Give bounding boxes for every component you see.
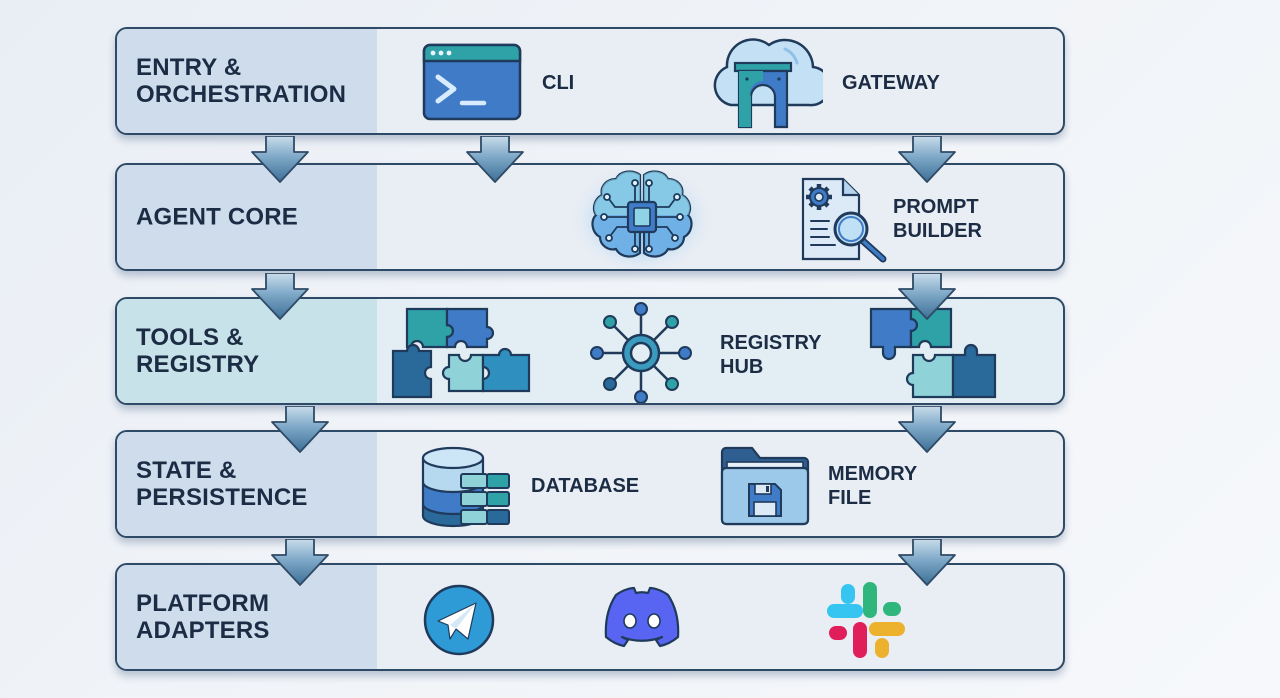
- flow-arrow-down: [898, 136, 956, 183]
- hub-network-icon: [590, 302, 692, 403]
- layer-platform-adapters: PLATFORM ADAPTERS: [115, 563, 1065, 671]
- component-label-prompt-builder: PROMPT BUILDER: [893, 196, 982, 242]
- terminal-window-icon: [422, 43, 522, 121]
- layer-title: ENTRY & ORCHESTRATION: [136, 54, 347, 108]
- flow-arrow-down: [898, 406, 956, 453]
- folder-floppy-icon: [720, 446, 810, 526]
- flow-arrow-down: [271, 539, 329, 586]
- slack-icon: [827, 582, 905, 658]
- layer-title: TOOLS & REGISTRY: [136, 324, 260, 378]
- layer-label-pane: [117, 565, 377, 669]
- flow-arrow-down: [466, 136, 524, 183]
- layer-title: STATE & PERSISTENCE: [136, 457, 308, 511]
- component-label-gateway: GATEWAY: [842, 72, 940, 94]
- cloud-gateway-icon: [713, 38, 823, 129]
- layer-label-pane: [117, 165, 377, 269]
- brain-chip-icon: [570, 165, 714, 269]
- layer-label-pane: [117, 299, 377, 403]
- discord-icon: [604, 586, 680, 648]
- layer-entry-orchestration: ENTRY & ORCHESTRATION CLI GATEWAY: [115, 27, 1065, 135]
- layer-tools-registry: TOOLS & REGISTRY REGISTRY HUB: [115, 297, 1065, 405]
- document-gear-magnifier-icon: [801, 177, 887, 263]
- layer-title: PLATFORM ADAPTERS: [136, 590, 270, 644]
- component-label-registry-hub: REGISTRY HUB: [720, 332, 822, 378]
- layer-agent-core: AGENT CORE: [115, 163, 1065, 271]
- puzzle-pieces-small-icon: [869, 307, 997, 399]
- flow-arrow-down: [251, 136, 309, 183]
- database-icon: [421, 446, 510, 528]
- telegram-icon: [423, 584, 495, 656]
- layer-label-pane: [117, 432, 377, 536]
- flow-arrow-down: [271, 406, 329, 453]
- layer-title: AGENT CORE: [136, 203, 299, 231]
- layer-state-persistence: STATE & PERSISTENCE DATABASE MEMORY FILE: [115, 430, 1065, 538]
- component-label-database: DATABASE: [531, 475, 640, 497]
- component-label-cli: CLI: [542, 72, 575, 94]
- layer-label-pane: [117, 29, 377, 133]
- component-label-memory-file: MEMORY FILE: [828, 463, 918, 509]
- flow-arrow-down: [898, 273, 956, 320]
- flow-arrow-down: [251, 273, 309, 320]
- puzzle-pieces-icon: [391, 307, 531, 399]
- flow-arrow-down: [898, 539, 956, 586]
